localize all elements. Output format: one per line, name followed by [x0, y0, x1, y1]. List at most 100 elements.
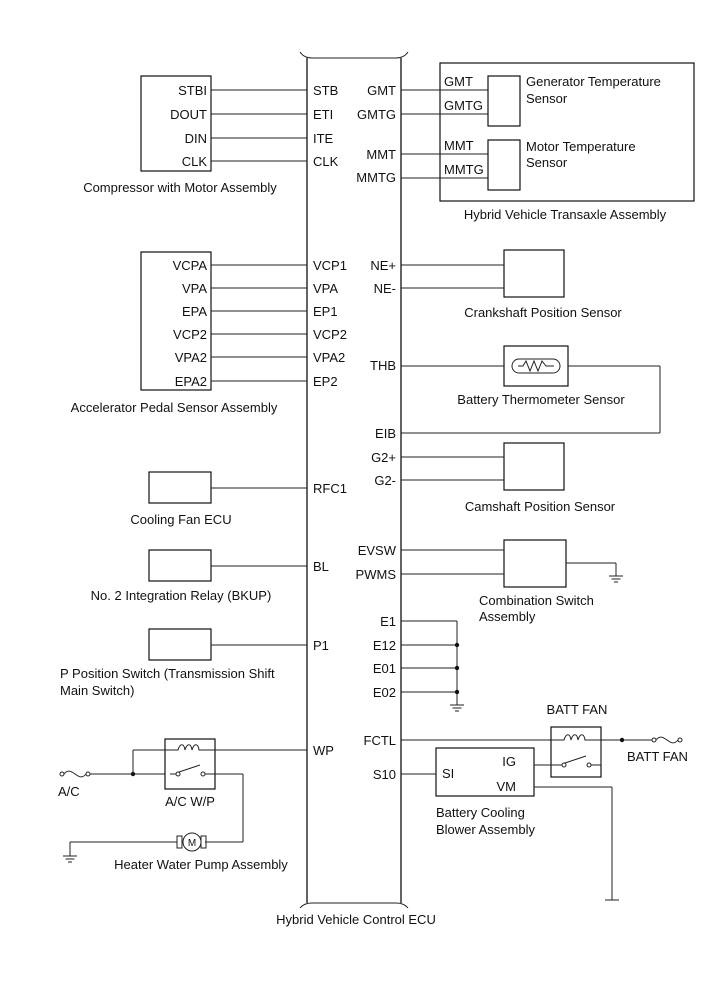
- ecu-pin-label: ITE: [313, 131, 334, 146]
- ecu-pin-label: EP2: [313, 374, 338, 389]
- ecu-pin-label: STB: [313, 83, 338, 98]
- ecu-pin-label: RFC1: [313, 481, 347, 496]
- ground-icon: [609, 575, 623, 583]
- ac-wp-relay-circuit: M: [59, 738, 307, 863]
- transaxle-pin-label: GMT: [444, 74, 473, 89]
- cooling-fan-ecu: [148, 471, 307, 504]
- transaxle-pin-label: GMTG: [444, 98, 483, 113]
- combination-switch: [401, 539, 623, 588]
- ac-relay-label: A/C W/P: [165, 794, 215, 809]
- blower-pin-label: VM: [497, 779, 517, 794]
- ecu-pin-label: MMTG: [356, 170, 396, 185]
- motor-temp-sensor: [487, 139, 521, 191]
- gen-sensor-name-line1: Generator Temperature: [526, 74, 661, 89]
- ecu-pin-label: NE-: [374, 281, 396, 296]
- p-switch-name-line2: Main Switch): [60, 683, 134, 698]
- blower-pin-label: SI: [442, 766, 454, 781]
- ecu-pin-label: E12: [373, 638, 396, 653]
- compressor-name: Compressor with Motor Assembly: [83, 180, 277, 195]
- ecu-pin-label: ETI: [313, 107, 333, 122]
- ecu-pin-label: MMT: [366, 147, 396, 162]
- p-position-switch: [148, 628, 307, 661]
- batt-fan-relay-label: BATT FAN: [547, 702, 608, 717]
- ecu-pin-label: WP: [313, 743, 334, 758]
- relay-coil-icon: [165, 744, 215, 751]
- generator-temp-sensor: [487, 75, 521, 127]
- combination-switch-name-line1: Combination Switch: [479, 593, 594, 608]
- accel-pedal-name: Accelerator Pedal Sensor Assembly: [71, 400, 278, 415]
- ecu-pin-label: CLK: [313, 154, 339, 169]
- accel-pin-label: EPA: [182, 304, 207, 319]
- ecu-name: Hybrid Vehicle Control ECU: [276, 912, 436, 927]
- ecu-pin-label: VPA: [313, 281, 338, 296]
- blower-pin-label: IG: [502, 754, 516, 769]
- transaxle-name: Hybrid Vehicle Transaxle Assembly: [464, 207, 667, 222]
- batt-fan-circuit: SI IG VM: [401, 726, 683, 901]
- thermistor-icon: [518, 359, 554, 373]
- p-switch-name-line1: P Position Switch (Transmission Shift: [60, 666, 275, 681]
- ecu-pin-label: VCP1: [313, 258, 347, 273]
- mot-sensor-name-line1: Motor Temperature: [526, 139, 636, 154]
- ground-bus: [401, 620, 464, 712]
- battery-thermometer-sensor: [401, 345, 661, 434]
- ground-icon: [450, 704, 464, 712]
- ecu-right-pins: GMT GMTG MMT MMTG NE+ NE- THB EIB G2+ G2…: [356, 83, 397, 782]
- mot-sensor-name-line2: Sensor: [526, 155, 568, 170]
- cooling-fan-name: Cooling Fan ECU: [130, 512, 231, 527]
- combination-switch-name-line2: Assembly: [479, 609, 536, 624]
- ecu-pin-label: PWMS: [356, 567, 397, 582]
- compressor-pin-label: CLK: [182, 154, 208, 169]
- ecu-pin-label: NE+: [370, 258, 396, 273]
- relay-coil-icon: [551, 734, 601, 741]
- compressor-assembly: STBI DOUT DIN CLK: [140, 75, 307, 172]
- accel-pin-label: VCPA: [173, 258, 208, 273]
- transaxle-pin-label: MMTG: [444, 162, 484, 177]
- transaxle-pin-label: MMT: [444, 138, 474, 153]
- ecu-left-pins: STB ETI ITE CLK VCP1 VPA EP1 VCP2 VPA2 E…: [313, 83, 347, 758]
- ecu-pin-label: G2+: [371, 450, 396, 465]
- ecu-pin-label: VCP2: [313, 327, 347, 342]
- crankshaft-name: Crankshaft Position Sensor: [464, 305, 622, 320]
- compressor-pin-label: DOUT: [170, 107, 207, 122]
- ecu-pin-label: EP1: [313, 304, 338, 319]
- blower-name-line2: Blower Assembly: [436, 822, 535, 837]
- relay-switch-icon: [170, 764, 215, 777]
- camshaft-name: Camshaft Position Sensor: [465, 499, 616, 514]
- compressor-pin-label: STBI: [178, 83, 207, 98]
- ecu-pin-label: GMTG: [357, 107, 396, 122]
- compressor-pin-label: DIN: [185, 131, 207, 146]
- ecu-pin-label: THB: [370, 358, 396, 373]
- ecu-pin-label: VPA2: [313, 350, 345, 365]
- gen-sensor-name-line2: Sensor: [526, 91, 568, 106]
- integration-relay: [148, 549, 307, 582]
- accel-pin-label: VCP2: [173, 327, 207, 342]
- battery-cooling-blower: [435, 747, 535, 797]
- ecu-pin-label: EIB: [375, 426, 396, 441]
- ground-icon: [63, 855, 77, 863]
- camshaft-sensor: [401, 442, 565, 491]
- battery-thermo-name: Battery Thermometer Sensor: [457, 392, 625, 407]
- fuse-icon: [59, 770, 91, 778]
- ecu-pin-label: FCTL: [364, 733, 397, 748]
- motor-icon: M: [176, 832, 207, 852]
- heater-pump-name: Heater Water Pump Assembly: [114, 857, 288, 872]
- ecu-pin-label: G2-: [374, 473, 396, 488]
- ecu-pin-label: EVSW: [358, 543, 397, 558]
- accel-pin-label: EPA2: [175, 374, 207, 389]
- ac-fuse-label: A/C: [58, 784, 80, 799]
- ecu-pin-label: E01: [373, 661, 396, 676]
- integration-relay-name: No. 2 Integration Relay (BKUP): [91, 588, 272, 603]
- motor-symbol: M: [188, 838, 196, 849]
- crankshaft-sensor: [401, 249, 565, 298]
- accel-pin-label: VPA2: [175, 350, 207, 365]
- ecu-pin-label: E1: [380, 614, 396, 629]
- batt-fan-fuse-label: BATT FAN: [627, 749, 688, 764]
- ecu-pin-label: E02: [373, 685, 396, 700]
- accel-pin-label: VPA: [182, 281, 207, 296]
- ecu-pin-label: BL: [313, 559, 329, 574]
- ecu-pin-label: S10: [373, 767, 396, 782]
- ecu-pin-label: GMT: [367, 83, 396, 98]
- accel-pedal-sensor: VCPA VPA EPA VCP2 VPA2 EPA2: [140, 251, 307, 391]
- transaxle-assembly: GMT GMTG MMT MMTG Generator Temperature …: [401, 62, 695, 202]
